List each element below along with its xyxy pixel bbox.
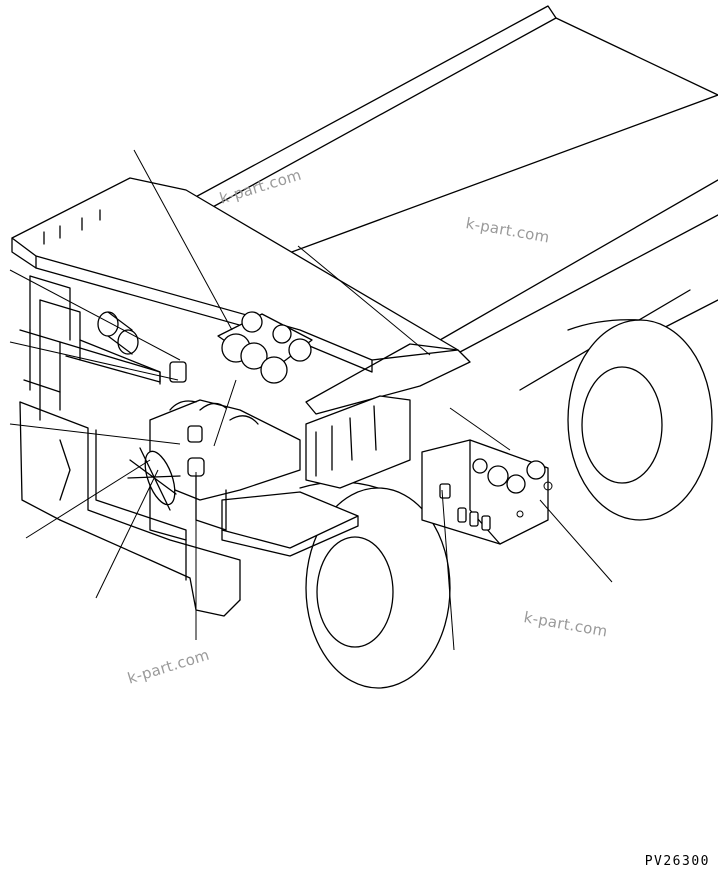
chassis (19, 401, 359, 617)
tanks (79, 311, 161, 385)
leader-lines (9, 149, 613, 651)
cab (305, 395, 411, 489)
gauge-cluster (217, 311, 313, 384)
front-wheel (299, 481, 451, 689)
control-panel (421, 439, 553, 545)
canopy (11, 177, 471, 415)
engine (127, 361, 301, 541)
railing (19, 275, 161, 421)
drawing-code: PV26300 (644, 854, 710, 869)
rear-wheel (567, 319, 713, 521)
